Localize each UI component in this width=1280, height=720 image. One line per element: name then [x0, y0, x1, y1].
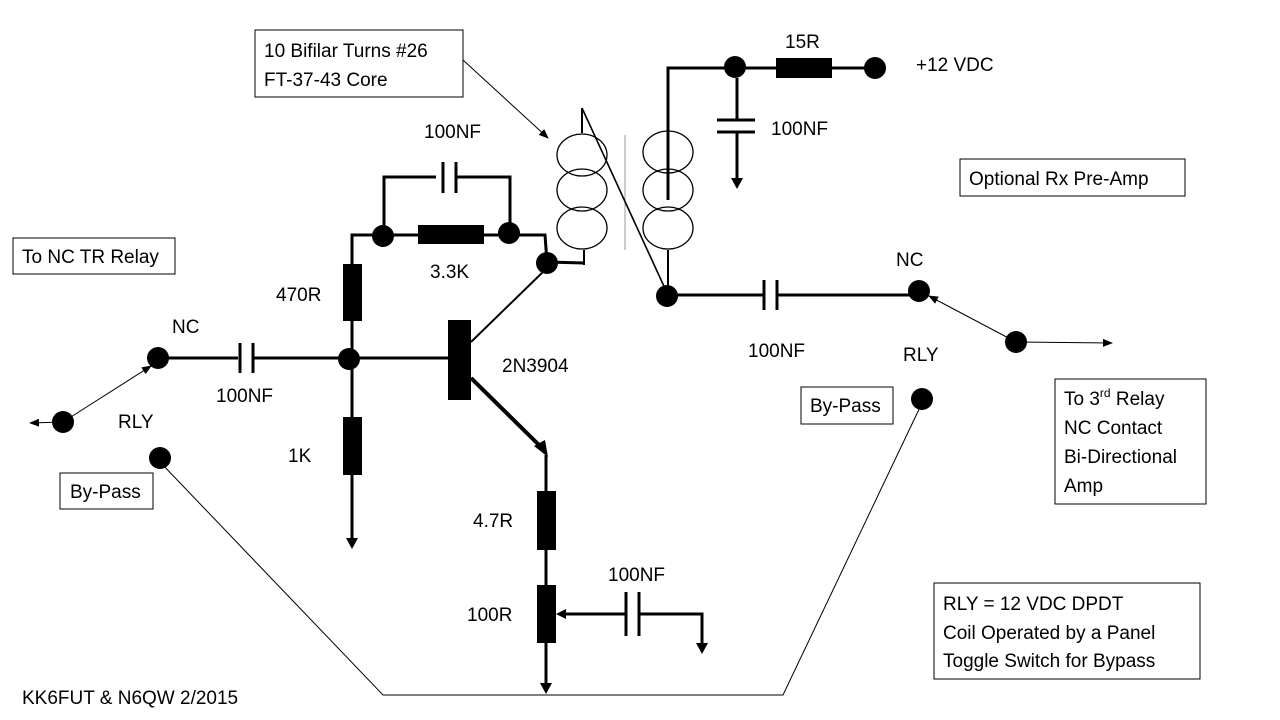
node-base	[338, 348, 360, 370]
ground-arrow-supply	[731, 178, 743, 189]
credit-text: KK6FUT & N6QW 2/2015	[22, 688, 238, 709]
optional-note: Optional Rx Pre-Amp	[959, 158, 1186, 197]
third-relay-note: To 3rd Relay NC Contact Bi-Directional A…	[1054, 378, 1207, 505]
bypass-right-note-text: By-Pass	[810, 396, 881, 417]
rly-note-line3: Toggle Switch for Bypass	[943, 651, 1155, 672]
label-470r: 470R	[276, 285, 321, 306]
secondary-coil-turn	[642, 206, 694, 250]
label-relay-right-rly: RLY	[903, 345, 939, 366]
relay-right-nc-contact	[908, 280, 930, 302]
relay-left-rly-contact	[149, 447, 171, 469]
relay-left-port-arrow	[29, 418, 64, 427]
resistor-470r	[343, 264, 362, 321]
potentiometer-100r	[537, 585, 556, 643]
label-1k: 1K	[288, 446, 312, 467]
secondary-coil-turn	[642, 130, 694, 174]
label-c-output: 100NF	[748, 341, 805, 362]
feedback-wire-right	[456, 175, 512, 233]
to-relay-note-text: To NC TR Relay	[22, 247, 159, 268]
bypass-left-note: By-Pass	[59, 472, 154, 510]
label-3-3k: 3.3K	[430, 262, 469, 283]
supply-wire	[666, 66, 780, 200]
wiper-arrow	[556, 609, 566, 619]
transformer-note: 10 Bifilar Turns #26 FT-37-43 Core	[254, 29, 464, 98]
transformer	[556, 107, 694, 296]
ground-arrow-emitter	[540, 683, 552, 694]
optional-note-text: Optional Rx Pre-Amp	[969, 169, 1149, 190]
node-secondary	[656, 285, 678, 307]
rly-note: RLY = 12 VDC DPDT Coil Operated by a Pan…	[933, 582, 1201, 680]
transformer-note-line2: FT-37-43 Core	[264, 70, 388, 91]
transformer-note-line1: 10 Bifilar Turns #26	[264, 41, 428, 62]
emitter-cap-wire	[639, 612, 704, 643]
primary-coil-turn	[556, 206, 608, 250]
label-c-input: 100NF	[216, 386, 273, 407]
label-relay-right-nc: NC	[896, 250, 923, 271]
resistor-15r	[776, 58, 832, 78]
relay-left-switch-arm	[62, 365, 152, 423]
label-c-feedback: 100NF	[424, 122, 481, 143]
transistor-2n3904	[448, 320, 471, 400]
emitter-arrow	[534, 440, 548, 457]
bypass-right-note: By-Pass	[800, 386, 894, 425]
label-relay-left-rly: RLY	[118, 412, 154, 433]
secondary-coil-turn	[642, 168, 694, 212]
third-relay-note-line4: Amp	[1064, 476, 1103, 497]
to-relay-note: To NC TR Relay	[12, 237, 176, 275]
relay-right-switch-arm	[928, 295, 1017, 343]
label-relay-left-nc: NC	[172, 317, 199, 338]
rly-note-line1: RLY = 12 VDC DPDT	[943, 594, 1124, 615]
primary-coil-turn	[556, 133, 608, 177]
resistor-3-3k	[418, 225, 484, 244]
bypass-left-note-text: By-Pass	[70, 482, 141, 503]
primary-coil-turn	[556, 168, 608, 212]
label-c-supply: 100NF	[771, 119, 828, 140]
label-4-7r: 4.7R	[473, 511, 513, 532]
third-relay-note-line2: NC Contact	[1064, 418, 1163, 439]
third-relay-note-line1: To 3rd Relay	[1064, 386, 1165, 410]
rly-note-line2: Coil Operated by a Panel	[943, 623, 1155, 644]
ground-arrow-bias	[346, 538, 358, 549]
node-supply-terminal	[864, 57, 886, 79]
feedback-wire-left	[382, 175, 436, 235]
relay-right-port-arrow	[1015, 338, 1113, 347]
feedback-resistor-wire-left	[350, 233, 420, 265]
label-c-emitter: 100NF	[608, 565, 665, 586]
feedback-resistor-wire-right	[484, 233, 585, 265]
label-transistor: 2N3904	[502, 356, 569, 377]
resistor-1k	[343, 417, 362, 475]
bifilar-crossover-line	[581, 107, 669, 296]
third-relay-note-line3: Bi-Directional	[1064, 447, 1177, 468]
node-collector	[536, 252, 558, 274]
emitter-lead	[469, 376, 543, 449]
bypass-wire	[159, 402, 923, 696]
relay-left-nc-contact	[147, 347, 169, 369]
label-supply: +12 VDC	[916, 55, 994, 76]
label-15r: 15R	[785, 32, 820, 53]
collector-lead	[470, 267, 548, 343]
label-100r: 100R	[467, 605, 512, 626]
resistor-4-7r	[537, 491, 556, 550]
node-supply-junction	[724, 56, 746, 78]
node-feedback-left	[372, 225, 394, 247]
ground-arrow-emitter-cap	[696, 643, 708, 654]
relay-right-rly-contact	[911, 388, 933, 410]
transformer-pointer-arrow	[462, 59, 549, 139]
node-feedback-right	[498, 222, 520, 244]
